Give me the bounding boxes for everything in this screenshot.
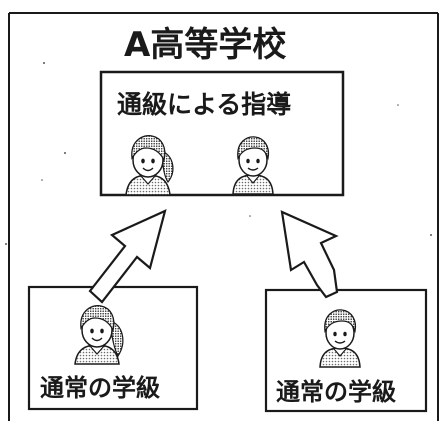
left-box-frame: [27, 285, 199, 411]
school-outer-frame: [8, 12, 439, 421]
right-box-label: 通常の学級: [276, 378, 396, 406]
right-hollow-arrow-icon: [280, 210, 339, 299]
left-box-label: 通常の学級: [40, 374, 160, 402]
left-female-student-icon: [74, 304, 124, 365]
school-title: A高等学校: [124, 25, 287, 65]
center-male-student-icon: [232, 136, 274, 195]
left-hollow-arrow-icon: [88, 209, 167, 304]
scan-specks: [5, 62, 432, 245]
center-box-label: 通級による指導: [117, 90, 292, 119]
right-male-student-icon: [319, 309, 361, 368]
center-female-student-icon: [125, 134, 174, 196]
